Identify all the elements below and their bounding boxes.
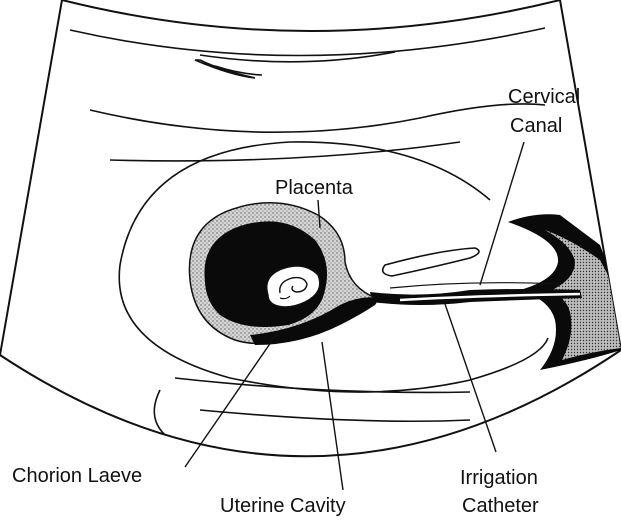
label-irrigation-catheter-line1: Irrigation (460, 467, 538, 489)
label-placenta: Placenta (275, 177, 354, 199)
label-chorion-laeve: Chorion Laeve (12, 465, 142, 487)
cervical-structure (383, 248, 479, 276)
lower-tissue-contours (154, 378, 470, 464)
label-irrigation-catheter-line2: Catheter (462, 495, 539, 517)
label-uterine-cavity: Uterine Cavity (220, 495, 346, 517)
label-cervical-canal-line1: Cervical (508, 86, 580, 108)
abdominal-wall-contours (70, 28, 545, 161)
label-cervical-canal-line2: Canal (510, 115, 562, 137)
